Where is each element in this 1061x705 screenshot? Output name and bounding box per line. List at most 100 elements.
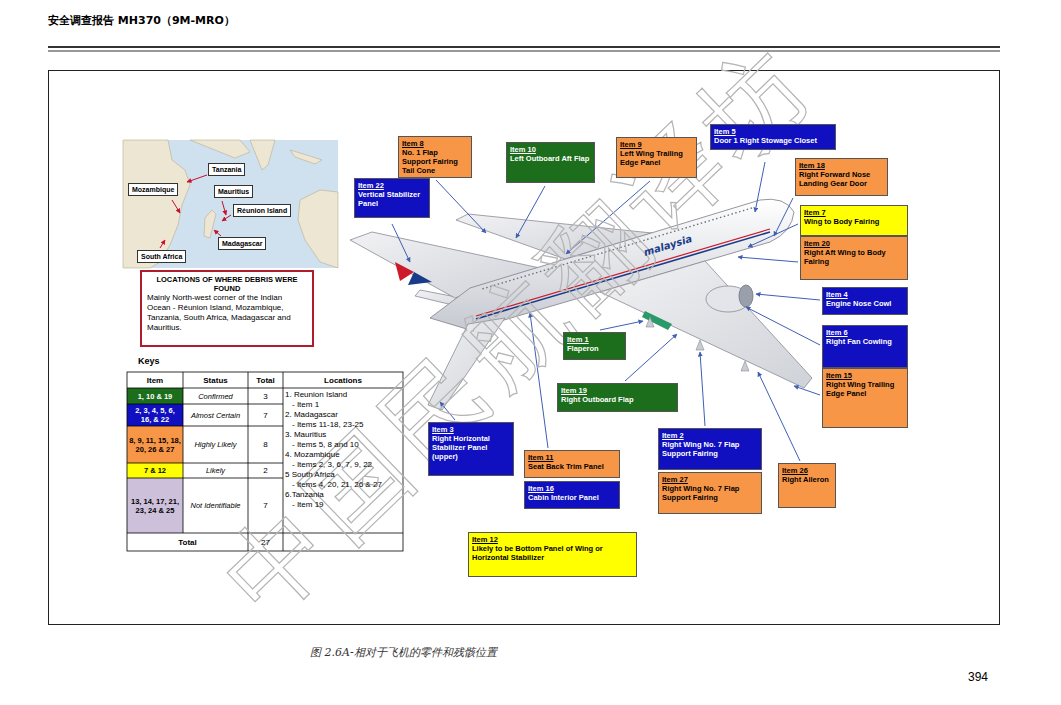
box-heading: Mozambique (132, 185, 174, 194)
table-cell: 27 (248, 533, 283, 551)
table-cell: 2, 3, 4, 5, 6, 16, & 22 (127, 404, 183, 426)
box-text: Right Wing No. 7 Flap Support Fairing (662, 484, 758, 502)
box-text: Right Horizontal Stabilizer Panel (upper… (432, 434, 510, 461)
leader-line (516, 186, 545, 238)
place-label: Mauritius (214, 185, 253, 198)
locations-cell: 1. Reunion Island- Item 12. Madagascar- … (285, 390, 401, 510)
box-text: Right Forward Nose Landing Gear Door (799, 170, 884, 188)
map-arrow (172, 200, 180, 213)
location-line: - Item 1 (285, 400, 401, 410)
callout-box: Item 9Left Wing Trailing Edge Panel (616, 137, 697, 178)
table-cell: Almost Certain (183, 404, 248, 426)
callout-box: Item 7Wing to Body Fairing (800, 205, 908, 236)
table-rule (127, 478, 283, 479)
leader-line (530, 313, 548, 448)
leader-line (600, 321, 643, 330)
running-header: 安全调查报告 MH370（9M-MRO） (48, 13, 235, 28)
location-line: 5 South Africa (285, 470, 401, 480)
place-label: South Africa (137, 250, 186, 263)
map-arrow (222, 201, 226, 215)
table-cell: 13, 14, 17, 21, 23, 24 & 25 (127, 478, 183, 533)
leader-line (436, 180, 486, 233)
table-cell: 2 (248, 463, 283, 478)
cell-fill (127, 478, 183, 533)
box-text: Right Wing No. 7 Flap Support Fairing (662, 440, 758, 458)
box-heading: Item 20 (804, 239, 904, 248)
table-rule (127, 533, 403, 534)
box-text: Right Outboard Flap (561, 395, 674, 404)
table-cell: Not Identifiable (183, 478, 248, 533)
india (250, 140, 275, 170)
table-cell: 7 & 12 (127, 463, 183, 478)
box-heading: Item 8 (402, 139, 468, 148)
box-heading: Item 10 (510, 145, 591, 154)
table-cell: Total (248, 372, 283, 388)
callout-box: Item 12Likely to be Bottom Panel of Wing… (468, 532, 637, 577)
table-cell: 7 (248, 478, 283, 533)
callout-box: Item 22Vertical Stabilizer Panel (354, 178, 430, 218)
box-text: Engine Nose Cowl (826, 299, 904, 308)
australia (298, 190, 338, 268)
leader-line (392, 224, 410, 262)
leader-line (755, 162, 765, 212)
table-cell: 1, 10 & 19 (127, 388, 183, 404)
header-rule (48, 51, 1000, 52)
table-rule (127, 463, 283, 464)
page-number: 394 (968, 670, 988, 684)
table-rule (283, 372, 284, 551)
right-horizontal-stabilizer (428, 318, 505, 410)
location-line: - Items 11-18, 23-25 (285, 420, 401, 430)
table-rule (127, 404, 283, 405)
box-heading: Item 11 (528, 453, 616, 462)
leader-line (738, 257, 798, 262)
callout-box: Item 27Right Wing No. 7 Flap Support Fai… (658, 472, 762, 514)
box-heading: Item 4 (826, 290, 904, 299)
box-heading: Item 15 (826, 371, 904, 380)
callout-box: Item 1Flaperon (563, 332, 626, 360)
box-heading: Item 12 (472, 535, 633, 544)
box-heading: Tanzania (212, 165, 241, 174)
leader-line (758, 372, 800, 461)
box-heading: Réunion Island (237, 206, 287, 215)
map-arrow (214, 230, 221, 236)
callout-box: Item 8No. 1 Flap Support Fairing Tail Co… (398, 136, 472, 178)
leader-line (748, 224, 798, 247)
callout-box: Item 16Cabin Interior Panel (524, 481, 620, 509)
table-cell: Likely (183, 463, 248, 478)
table-cell: Status (183, 372, 248, 388)
leader-line (794, 386, 820, 395)
table-cell: 8 (248, 426, 283, 463)
livery-text: malaysia (643, 232, 694, 257)
box-heading: Item 27 (662, 475, 758, 484)
table-title: Keys (138, 356, 160, 366)
callout-box: Item 4Engine Nose Cowl (822, 287, 908, 315)
location-line: - Items 5, 8 and 10 (285, 440, 401, 450)
africa (123, 140, 190, 268)
leader-line (756, 294, 820, 300)
location-line: 3. Mauritius (285, 430, 401, 440)
arabia (190, 140, 250, 158)
location-line: 2. Madagascar (285, 410, 401, 420)
ocean (123, 140, 338, 268)
box-text: Seat Back Trim Panel (528, 462, 616, 471)
table-cell: Highly Likely (183, 426, 248, 463)
box-heading: Item 19 (561, 386, 674, 395)
callout-box: Item 26Right Aileron (778, 463, 836, 508)
box-heading: Item 1 (567, 335, 622, 344)
table-rule (248, 372, 249, 551)
box-text: Flaperon (567, 344, 622, 353)
leader-line (746, 307, 820, 345)
aircraft (350, 199, 812, 410)
table-cell: Confirmed (183, 388, 248, 404)
box-heading: LOCATIONS OF WHERE DEBRIS WERE FOUND (147, 275, 307, 293)
leader-line (700, 352, 705, 426)
box-heading: Item 18 (799, 161, 884, 170)
callout-box: Item 15Right Wing Trailing Edge Panel (822, 368, 908, 428)
flap-fairing (696, 340, 704, 350)
place-label: Tanzania (208, 163, 245, 176)
table-cell: 3 (248, 388, 283, 404)
box-heading: Item 16 (528, 484, 616, 493)
box-text: Wing to Body Fairing (804, 217, 904, 226)
location-line: 6.Tanzania (285, 490, 401, 500)
